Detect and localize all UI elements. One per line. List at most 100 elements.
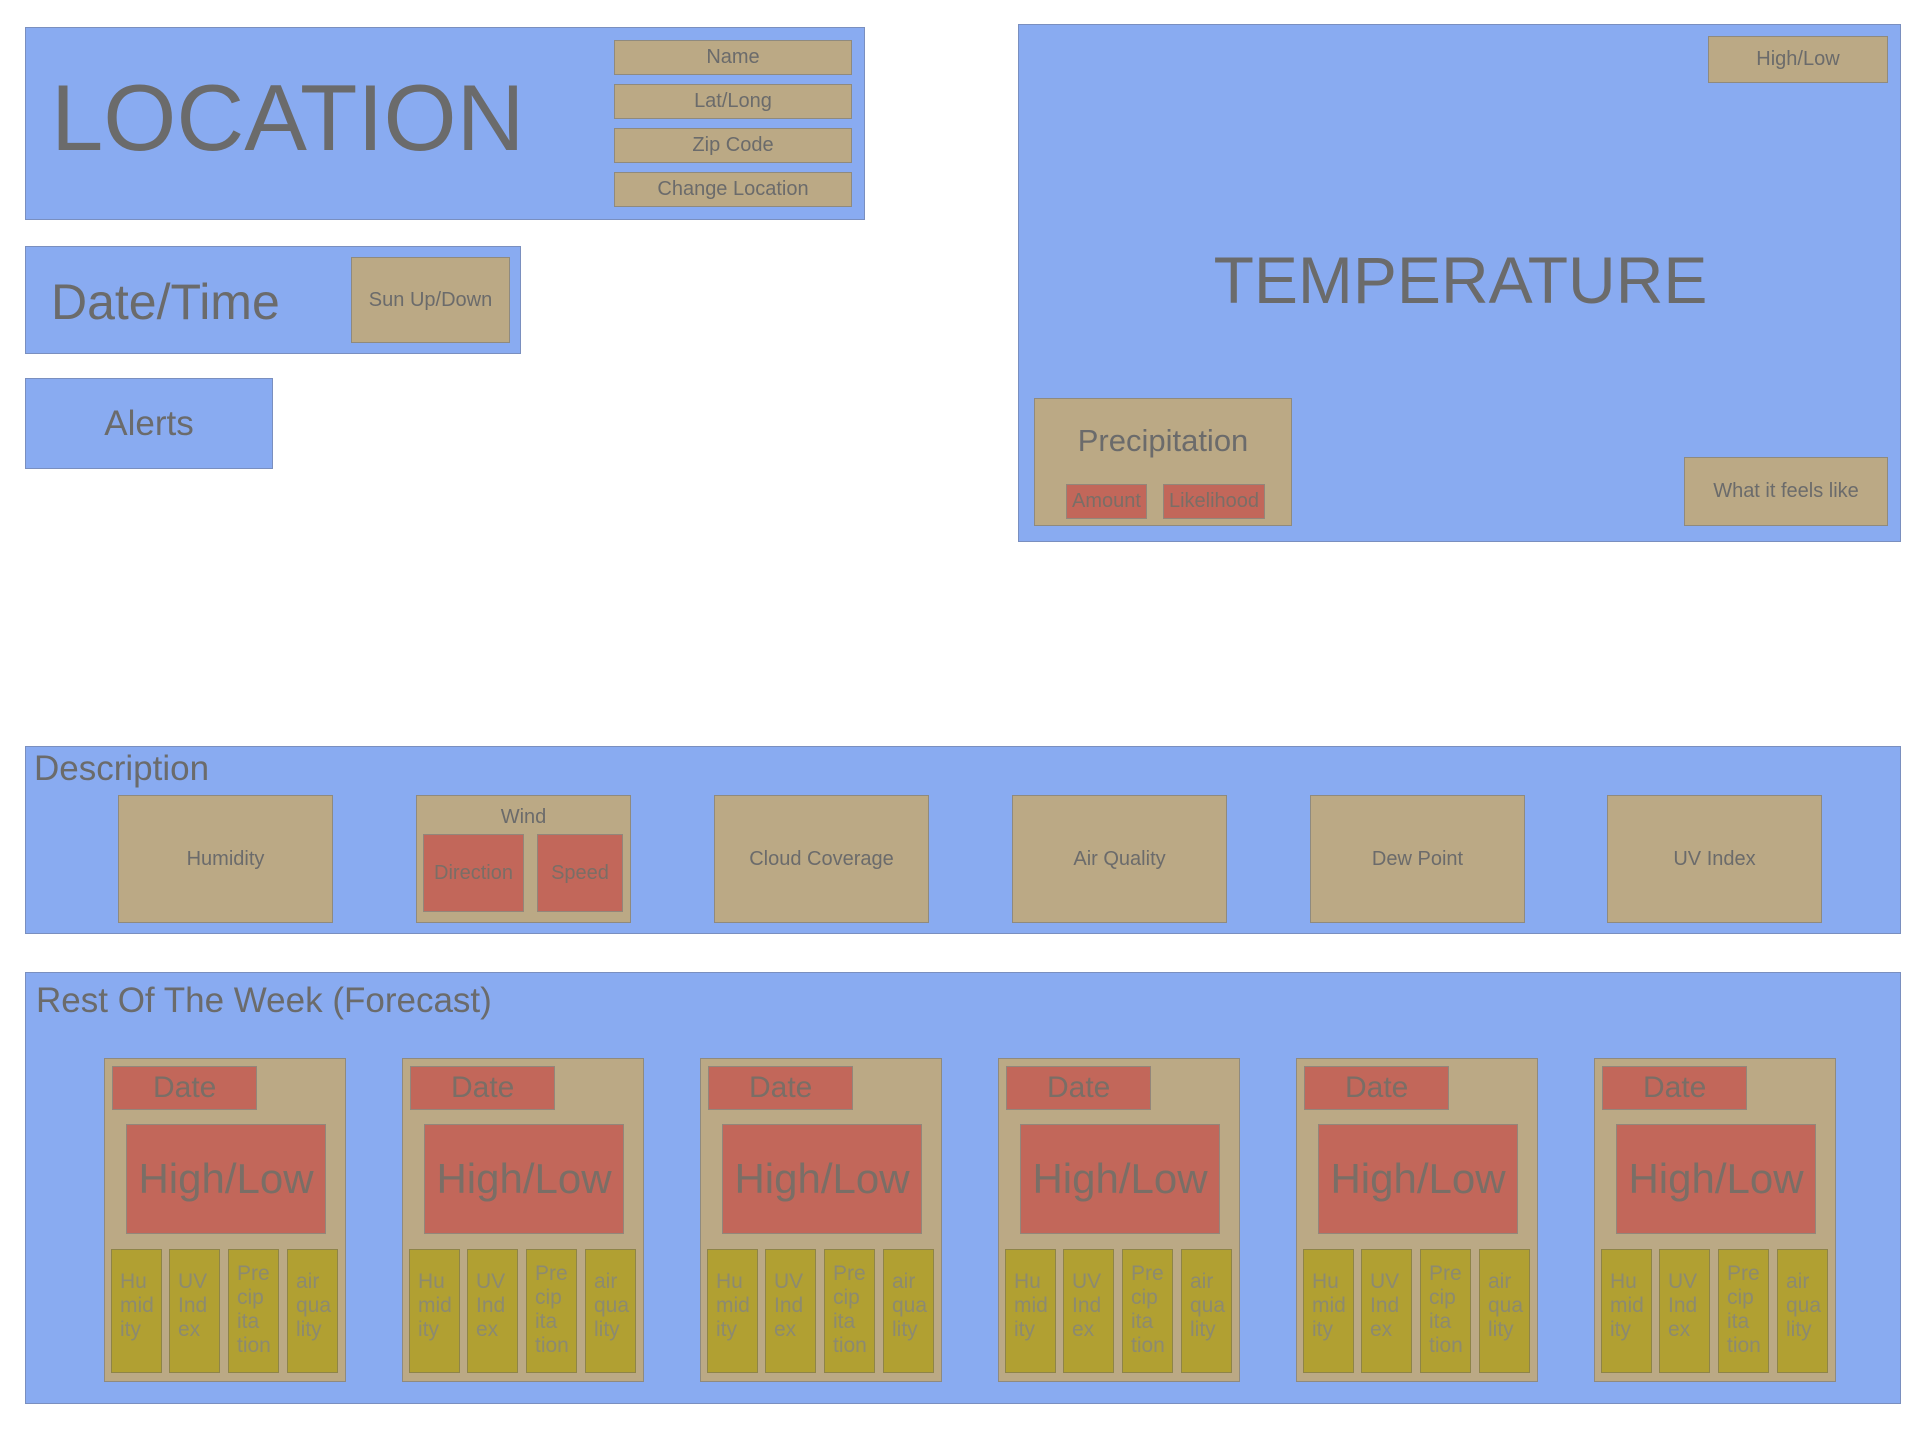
forecast-cell-text-line: ex [178, 1318, 201, 1341]
wind-direction: Direction [423, 834, 524, 912]
forecast-cell-text-line: lity [296, 1318, 322, 1341]
uv-index-box: UV Index [1607, 795, 1822, 923]
forecast-date: Date [112, 1066, 257, 1110]
forecast-cell-text-line: ity [1014, 1318, 1035, 1341]
forecast-date: Date [1602, 1066, 1747, 1110]
alerts-panel[interactable]: Alerts [25, 378, 273, 469]
forecast-cell-text-line: Pre [1727, 1262, 1760, 1285]
forecast-date: Date [1304, 1066, 1449, 1110]
temperature-panel: High/Low TEMPERATURE Precipitation Amoun… [1018, 24, 1901, 542]
forecast-cell-text-line: Hu [418, 1270, 445, 1293]
forecast-cell-text-line: UV [1072, 1270, 1102, 1293]
wind-title: Wind [500, 805, 547, 828]
forecast-cell-text-line: ity [716, 1318, 737, 1341]
location-name-button[interactable]: Name [614, 40, 852, 75]
forecast-cell-text-line: Pre [237, 1262, 270, 1285]
forecast-cell-text-line: mid [1312, 1294, 1346, 1317]
forecast-cell-text-line: Ind [1668, 1294, 1698, 1317]
forecast-cell-text-line: ex [1370, 1318, 1393, 1341]
forecast-cell-text-line: air [1786, 1270, 1810, 1293]
description-title: Description [34, 749, 210, 788]
wind-speed: Speed [537, 834, 623, 912]
forecast-cell-text-line: qua [892, 1294, 928, 1317]
forecast-cell-text-line: ita [237, 1310, 260, 1333]
location-latlong-button[interactable]: Lat/Long [614, 84, 852, 119]
forecast-cell-text-line: tion [1727, 1334, 1761, 1357]
forecast-cell-text-line: mid [1014, 1294, 1048, 1317]
forecast-cell-text-line: Hu [716, 1270, 743, 1293]
forecast-cell-text-line: qua [296, 1294, 332, 1317]
forecast-cell-text-line: cip [1131, 1286, 1158, 1309]
change-location-button[interactable]: Change Location [614, 172, 852, 207]
forecast-cell-text-line: air [1488, 1270, 1512, 1293]
forecast-cell-text-line: Ind [774, 1294, 804, 1317]
forecast-date: Date [410, 1066, 555, 1110]
temperature-high-low-box: High/Low [1708, 36, 1888, 83]
forecast-cell-text-line: ita [1727, 1310, 1750, 1333]
forecast-cell-text-line: mid [1610, 1294, 1644, 1317]
location-title: LOCATION [51, 65, 525, 170]
forecast-cell-text-line: cip [1727, 1286, 1754, 1309]
location-zip-button[interactable]: Zip Code [614, 128, 852, 163]
forecast-cell-text-line: ita [535, 1310, 558, 1333]
feels-like-box: What it feels like [1684, 457, 1888, 526]
forecast-cell-text-line: ex [476, 1318, 499, 1341]
forecast-date: Date [1006, 1066, 1151, 1110]
forecast-high-low: High/Low [722, 1124, 922, 1234]
forecast-cell-text-line: mid [120, 1294, 154, 1317]
forecast-cell-text-line: tion [1429, 1334, 1463, 1357]
temperature-title: TEMPERATURE [1213, 243, 1708, 317]
forecast-cell-text-line: qua [594, 1294, 630, 1317]
forecast-cell-text-line: tion [833, 1334, 867, 1357]
forecast-cell-text-line: mid [418, 1294, 452, 1317]
forecast-cell-text-line: Hu [120, 1270, 147, 1293]
description-panel: Description Humidity Wind Direction Spee… [25, 746, 1901, 934]
forecast-cell-text-line: lity [892, 1318, 918, 1341]
forecast-cell-text-line: air [594, 1270, 618, 1293]
forecast-cell-text-line: Pre [535, 1262, 568, 1285]
forecast-cell-text-line: lity [594, 1318, 620, 1341]
forecast-cell-text-line: lity [1488, 1318, 1514, 1341]
forecast-cell-text-line: cip [1429, 1286, 1456, 1309]
forecast-cell-text-line: Pre [1131, 1262, 1164, 1285]
forecast-high-low: High/Low [126, 1124, 326, 1234]
forecast-title: Rest Of The Week (Forecast) [36, 981, 492, 1020]
forecast-cell-text-line: mid [716, 1294, 750, 1317]
forecast-cell-text-line: lity [1190, 1318, 1216, 1341]
forecast-cell-text-line: cip [237, 1286, 264, 1309]
datetime-panel: Date/Time Sun Up/Down [25, 246, 521, 354]
